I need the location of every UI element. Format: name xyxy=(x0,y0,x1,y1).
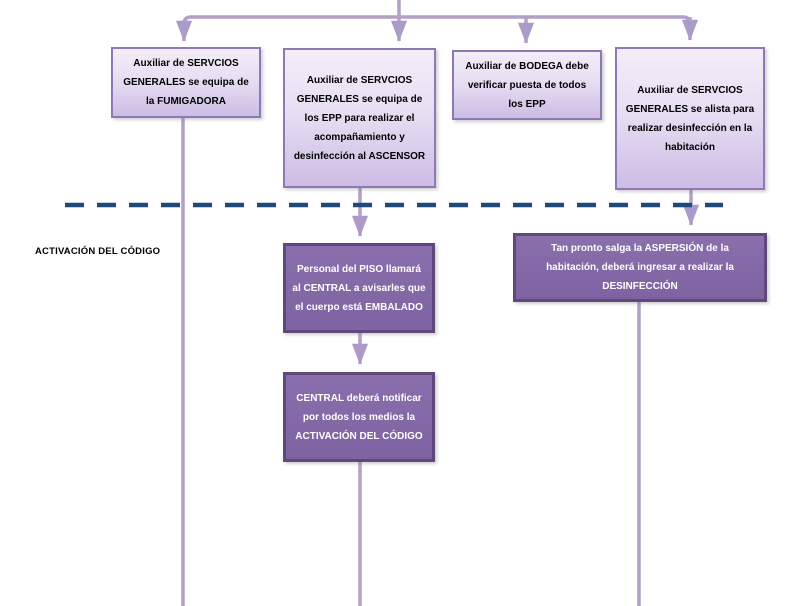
flow-box-alista-text: Auxiliar de SERVCIOS GENERALES se alista… xyxy=(625,84,755,153)
phase-label: ACTIVACIÓN DEL CÓDIGO xyxy=(35,246,161,257)
flow-box-aspersion: Tan pronto salga la ASPERSIÓN de la habi… xyxy=(513,233,767,302)
flow-box-fumigadora: Auxiliar de SERVCIOS GENERALES se equipa… xyxy=(111,47,261,118)
flow-box-epp-ascensor: Auxiliar de SERVCIOS GENERALES se equipa… xyxy=(283,48,436,188)
flow-box-central: CENTRAL deberá notificar por todos los m… xyxy=(283,372,435,462)
flow-box-alista: Auxiliar de SERVCIOS GENERALES se alista… xyxy=(615,47,765,190)
flow-box-epp-ascensor-text: Auxiliar de SERVCIOS GENERALES se equipa… xyxy=(293,74,426,162)
connector-top-horizontal-bar xyxy=(182,15,692,25)
flow-box-aspersion-text: Tan pronto salga la ASPERSIÓN de la habi… xyxy=(546,243,734,292)
flow-box-bodega: Auxiliar de BODEGA debe verificar puesta… xyxy=(452,50,602,120)
flow-box-fumigadora-text: Auxiliar de SERVCIOS GENERALES se equipa… xyxy=(123,58,249,107)
flow-box-central-text: CENTRAL deberá notificar por todos los m… xyxy=(295,392,423,442)
flow-box-bodega-text: Auxiliar de BODEGA debe verificar puesta… xyxy=(465,60,589,110)
flow-box-personal-piso-text: Personal del PISO llamará al CENTRAL a a… xyxy=(292,263,426,313)
flow-box-personal-piso: Personal del PISO llamará al CENTRAL a a… xyxy=(283,243,435,333)
